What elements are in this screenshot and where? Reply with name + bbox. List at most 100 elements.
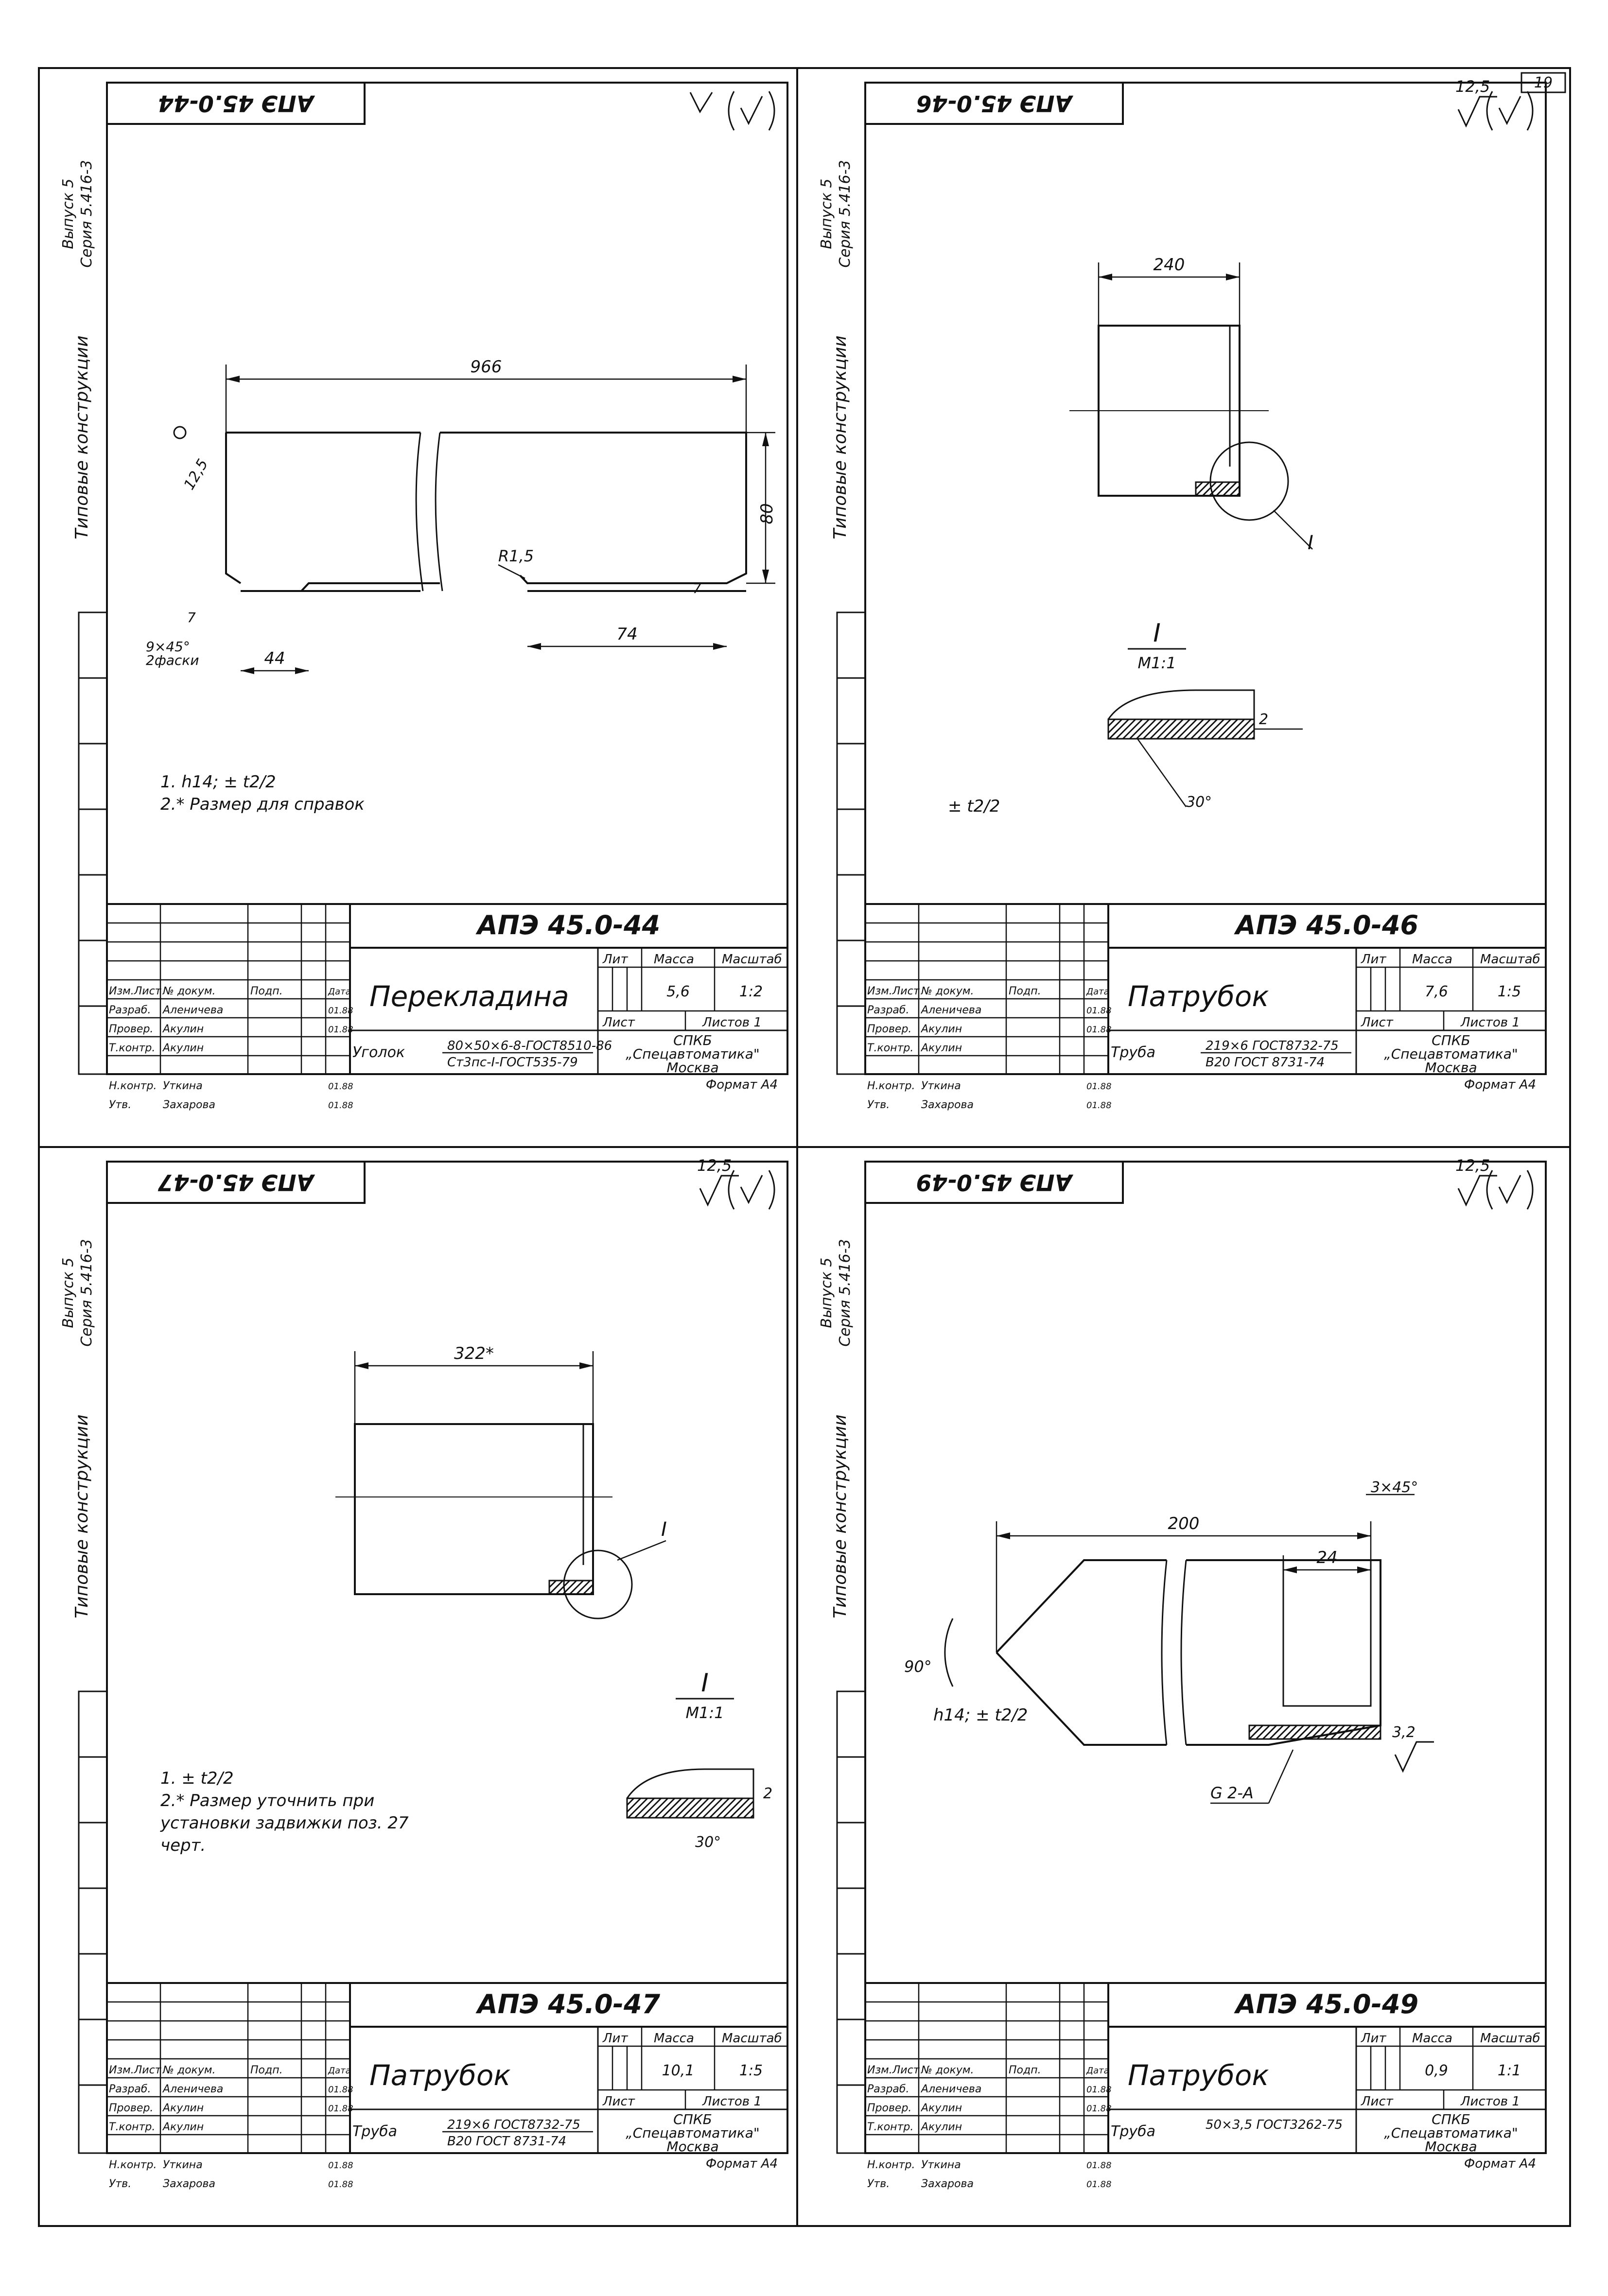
dim-slot-arrow-left [527, 643, 541, 650]
scale-label: Масштаб [1480, 952, 1540, 967]
role-label: Т.контр. [109, 1042, 155, 1054]
hatch-line [1248, 1724, 1264, 1740]
role-date: 01.88 [1086, 2160, 1112, 2171]
role-name: Акулин [162, 1023, 204, 1035]
hatch-line [582, 1583, 594, 1595]
hatch-line [1364, 1724, 1380, 1740]
format-label: Формат А4 [706, 2157, 778, 2171]
role-name: Акулин [920, 1042, 962, 1054]
roughness-general [1486, 91, 1534, 131]
roughness-value: 12,5 [697, 1156, 732, 1175]
hatch-line [1202, 481, 1217, 497]
hatch-line [1183, 718, 1205, 740]
role-date: 01.88 [1086, 2085, 1112, 2095]
role-date: 01.88 [1086, 1081, 1112, 1092]
dim-edge-arrow-left [241, 667, 254, 674]
hatch-line [1231, 718, 1252, 740]
role-name: Аленичева [920, 2083, 981, 2095]
hatch-line [1238, 722, 1255, 740]
lit-label: Лит [602, 952, 628, 967]
detail-circle [563, 1549, 633, 1619]
scale-value: 1:2 [739, 983, 763, 1000]
hatch-line [1210, 718, 1232, 740]
roughness-tick [689, 92, 713, 114]
role-date: 01.88 [328, 2179, 353, 2190]
hatch-line [1217, 718, 1239, 740]
title-code: АПЭ 45.0-44 [475, 910, 660, 940]
role-label: Т.контр. [867, 2121, 913, 2133]
role-label: Провер. [109, 1023, 153, 1035]
radius-leader [498, 564, 525, 579]
role-name: Захарова [921, 2178, 974, 2190]
part-name: Патрубок [1128, 980, 1269, 1013]
detail-leader [617, 1540, 666, 1561]
lit-label: Лит [1361, 2031, 1386, 2046]
notes: ± t2/2 [948, 797, 1000, 816]
paren-right [768, 1170, 775, 1210]
dim-slot-label: 74 [616, 625, 637, 644]
organization: СПКБ„Спецавтоматика"Москва [626, 1032, 760, 1076]
role-label: Утв. [109, 2178, 131, 2190]
role-name: Уткина [163, 2159, 203, 2171]
paren-right [1526, 91, 1534, 131]
roughness-check [740, 96, 763, 125]
hatch-line [1142, 718, 1164, 740]
hatch-line [641, 1797, 662, 1819]
role-date: 01.88 [1086, 1006, 1112, 1016]
material-top: 219×6 ГОСТ8732-75 [447, 2118, 580, 2132]
hatch-line [1195, 481, 1210, 497]
code-box-rotated [106, 1161, 366, 1204]
dim-gap: 2 [763, 1785, 772, 1802]
dim-chamfer: 3×45° [1371, 1479, 1418, 1496]
role-sign: Подп. [1009, 2064, 1041, 2076]
role-label: Н.контр. [109, 2159, 157, 2171]
code-box-rotated [864, 82, 1124, 125]
roughness-general [728, 91, 775, 131]
dim-edge-label: 44 [264, 649, 285, 668]
hatch-line [722, 1797, 744, 1819]
detail-mark: I [661, 1518, 667, 1541]
dim-slot-arrow-right [713, 643, 727, 650]
hatch-line [1197, 718, 1218, 740]
paren-left [1486, 1170, 1493, 1210]
sheets-label: Листов 1 [702, 2094, 762, 2109]
dim-edge-arrow-right [295, 667, 309, 674]
mass-label: Масса [1412, 952, 1452, 967]
roughness-tick [1394, 1741, 1434, 1773]
role-name: Акулин [162, 2121, 204, 2133]
format-label: Формат А4 [1464, 1078, 1536, 1092]
detail-title: I [701, 1669, 708, 1698]
hatch-line [548, 1580, 564, 1595]
hatch-line [688, 1797, 710, 1819]
dim-chamfer: 9×45°2фаски [146, 639, 199, 668]
part-name: Патрубок [369, 2059, 510, 2092]
hatch-line [548, 1580, 557, 1588]
scale-value: 1:5 [1498, 983, 1521, 1000]
roughness-general [1486, 1170, 1534, 1210]
detail-leader [1273, 510, 1313, 550]
hatch-line [1108, 718, 1130, 740]
angle-arc [944, 1618, 954, 1687]
role-date: 01.88 [1086, 1025, 1112, 1035]
hatch-line [1195, 481, 1204, 490]
role-name: Акулин [920, 1023, 962, 1035]
detail-scale: М1:1 [1137, 654, 1176, 672]
hatch-line [1378, 1736, 1381, 1740]
weld-hatch [1248, 1724, 1381, 1740]
role-name: № докум. [162, 2064, 215, 2076]
role-name: Уткина [921, 2159, 961, 2171]
hatch-line [1224, 718, 1245, 740]
role-date: 01.88 [1086, 2179, 1112, 2190]
hatch-line [1330, 1724, 1346, 1740]
scale-label: Масштаб [722, 952, 782, 967]
paren-right [1526, 1170, 1534, 1210]
mass-label: Масса [654, 952, 694, 967]
dim-height-arrow-bottom [762, 570, 769, 583]
role-name: Акулин [920, 2121, 962, 2133]
hatch-line [1190, 718, 1211, 740]
hatch-line [1371, 1729, 1381, 1740]
